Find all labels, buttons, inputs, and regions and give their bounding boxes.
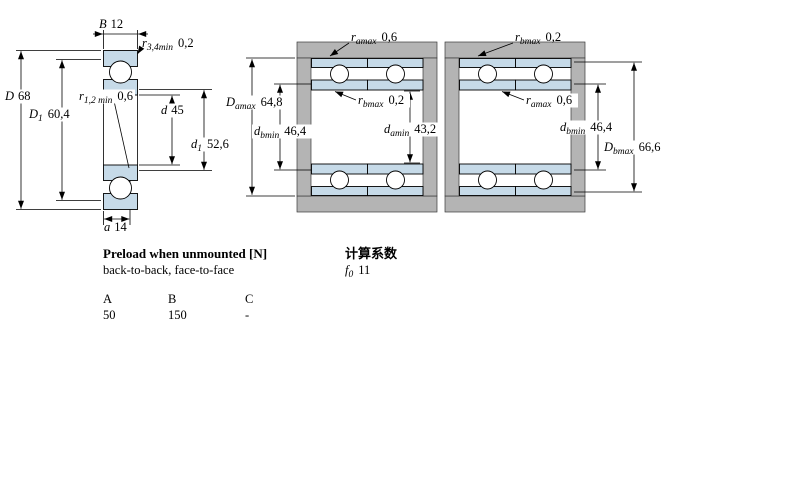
ball: [534, 64, 553, 84]
shaft-abutment-left: [444, 57, 460, 197]
bearing-rings: [311, 58, 424, 196]
contact-angle-line: [111, 91, 130, 169]
label-bg: [356, 93, 410, 108]
info-block: Preload when unmounted [N] back-to-back,…: [103, 246, 398, 322]
preload-title: Preload when unmounted [N]: [103, 246, 267, 261]
preload-table-header-C: C: [245, 292, 253, 306]
housing-abutment-top: [444, 41, 586, 59]
ball: [386, 64, 405, 84]
ball: [109, 176, 132, 200]
label-bg: [189, 137, 241, 152]
bearing-rings: [459, 58, 572, 196]
label-bg: [602, 140, 670, 155]
ball: [386, 170, 405, 190]
label-bg: [224, 95, 296, 110]
extension-lines: [16, 30, 212, 225]
preload-subtitle: back-to-back, face-to-face: [103, 263, 235, 277]
ball: [478, 64, 497, 84]
label-bg: [77, 89, 135, 104]
label-bg: [27, 107, 79, 122]
ball: [478, 170, 497, 190]
ball: [534, 170, 553, 190]
housing-abutment-bottom: [444, 195, 586, 213]
leader-rbmax: [477, 42, 514, 57]
label-bg: [2, 89, 42, 104]
preload-table-value-C: -: [245, 308, 249, 322]
housing-abutment-bottom: [296, 195, 438, 213]
leader-ramax: [329, 42, 350, 57]
extension-lines: [246, 57, 420, 197]
label-bg: [382, 122, 446, 137]
label-bg: [524, 93, 578, 108]
preload-table-value-A: 50: [103, 308, 116, 322]
preload-table-value-B: 150: [168, 308, 187, 322]
label-bg: [558, 120, 620, 135]
ball: [330, 170, 349, 190]
calc-factors-title: 计算系数: [345, 246, 398, 261]
extension-lines: [574, 61, 642, 193]
label-bg: [158, 103, 190, 118]
bore-silhouette-lines: [103, 95, 138, 165]
leader-ramax: [501, 91, 525, 101]
leader-rbmax: [334, 91, 357, 101]
preload-table-header-A: A: [103, 292, 112, 306]
ball: [330, 64, 349, 84]
ball: [109, 60, 132, 84]
label-bg: [252, 124, 316, 139]
preload-table-header-B: B: [168, 292, 176, 306]
